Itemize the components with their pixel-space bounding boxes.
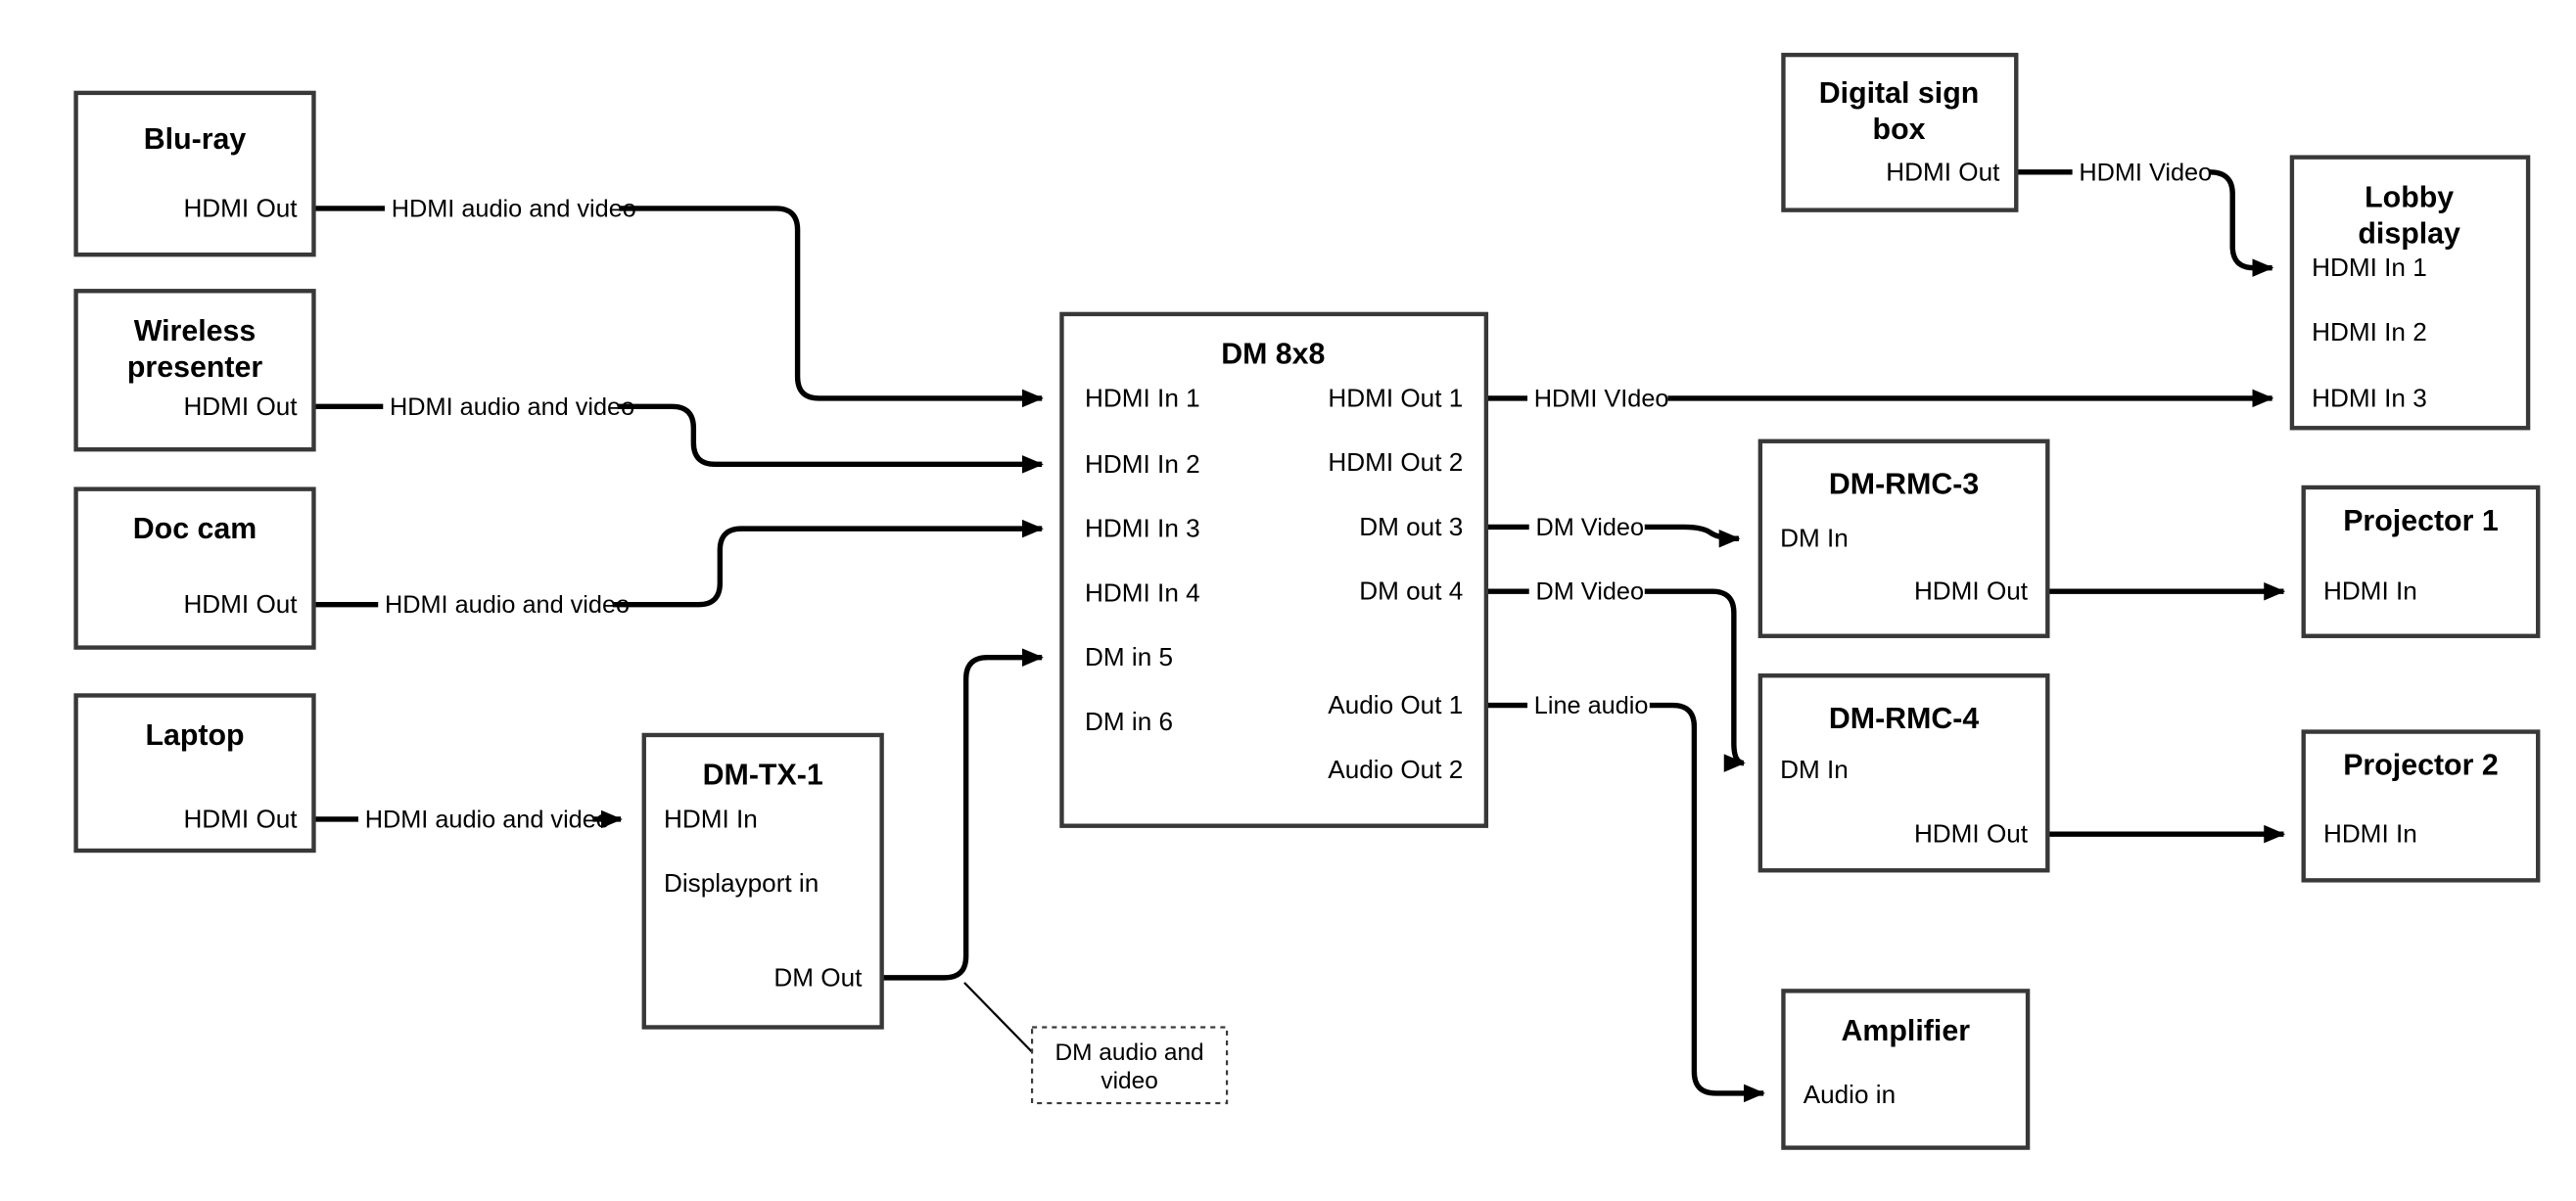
port-projector-1-hdmi-in: HDMI In <box>2323 577 2417 606</box>
node-digital-sign-box-title-line2: box <box>1873 114 1926 146</box>
port-dm-8x8-dm-in-5: DM in 5 <box>1085 642 1173 671</box>
port-doc-cam-hdmi-out: HDMI Out <box>183 589 298 619</box>
port-digital-sign-box-hdmi-out: HDMI Out <box>1886 157 2000 186</box>
callout-leader-line <box>963 982 1033 1053</box>
node-projector-1: Projector 1 HDMI In <box>2301 485 2541 638</box>
node-dm-rmc-3-title: DM-RMC-3 <box>1829 469 1979 501</box>
node-projector-1-box <box>2301 485 2541 638</box>
port-dm-rmc-3-dm-in: DM In <box>1780 524 1849 553</box>
edge-label-laptop: HDMI audio and video <box>365 806 610 833</box>
port-dm-8x8-hdmi-in-3: HDMI In 3 <box>1085 514 1200 543</box>
edge-bluray-to-dm8x8 <box>619 206 1044 408</box>
port-wireless-presenter-hdmi-out: HDMI Out <box>183 392 298 421</box>
port-blu-ray-hdmi-out: HDMI Out <box>183 193 298 222</box>
node-laptop: Laptop HDMI Out <box>73 693 316 854</box>
port-dm-8x8-hdmi-in-1: HDMI In 1 <box>1085 383 1200 412</box>
edge-label-out4: DM Video <box>1535 578 1644 606</box>
port-dm-rmc-4-dm-in: DM In <box>1780 755 1849 784</box>
edge-label-audio1: Line audio <box>1534 692 1649 719</box>
port-dm-tx-1-dm-out: DM Out <box>773 962 863 992</box>
edge-label-out3: DM Video <box>1535 514 1644 541</box>
port-dm-8x8-audio-out-1: Audio Out 1 <box>1328 690 1463 719</box>
edge-out3-to-rmc3 <box>1644 524 1741 548</box>
port-dm-8x8-dm-out-4: DM out 4 <box>1359 577 1463 606</box>
node-projector-2-title: Projector 2 <box>2343 749 2499 781</box>
node-digital-sign-box-title-line1: Digital sign <box>1819 77 1980 110</box>
node-doc-cam: Doc cam HDMI Out <box>73 486 316 650</box>
node-lobby-display-box <box>2289 155 2531 431</box>
node-dm-rmc-4-box <box>1757 673 2050 873</box>
node-lobby-display-title-line2: display <box>2358 217 2460 250</box>
node-laptop-title: Laptop <box>145 719 244 752</box>
edge-label-wireless: HDMI audio and video <box>390 393 634 421</box>
node-dm-8x8-title: DM 8x8 <box>1221 338 1325 370</box>
node-projector-2: Projector 2 HDMI In <box>2301 729 2541 883</box>
node-blu-ray: Blu-ray HDMI Out <box>73 90 316 257</box>
node-laptop-box <box>73 693 316 854</box>
node-projector-1-title: Projector 1 <box>2343 505 2499 537</box>
edge-label-digsign: HDMI Video <box>2079 159 2212 186</box>
node-wireless-presenter-title-line1: Wireless <box>134 315 257 347</box>
edge-label-bluray: HDMI audio and video <box>392 195 636 222</box>
node-dm-tx-1-title: DM-TX-1 <box>703 760 823 792</box>
node-dm-rmc-3-box <box>1757 439 2050 638</box>
node-dm-8x8-box <box>1059 311 1489 828</box>
node-blu-ray-title: Blu-ray <box>144 123 247 156</box>
port-dm-tx-1-displayport-in: Displayport in <box>664 868 819 898</box>
callout-text-line1: DM audio and <box>1055 1039 1204 1066</box>
port-dm-8x8-audio-out-2: Audio Out 2 <box>1328 755 1463 784</box>
callout-text-line2: video <box>1101 1068 1157 1094</box>
node-lobby-display-title-line1: Lobby <box>2365 181 2454 213</box>
edge-digsign-to-lobby <box>2209 169 2274 277</box>
node-doc-cam-box <box>73 486 316 650</box>
node-doc-cam-title: Doc cam <box>133 513 257 545</box>
port-amplifier-audio-in: Audio in <box>1803 1080 1896 1109</box>
callout-dm-audio-video-box <box>1030 1026 1229 1105</box>
port-dm-8x8-hdmi-out-2: HDMI Out 2 <box>1328 447 1463 477</box>
node-digital-sign-box: Digital sign box HDMI Out <box>1781 52 2019 212</box>
node-wireless-presenter-title-line2: presenter <box>127 351 262 384</box>
edge-label-doccam: HDMI audio and video <box>385 591 630 619</box>
node-wireless-presenter: Wireless presenter HDMI Out <box>73 289 316 452</box>
edge-wireless-to-dm8x8 <box>617 403 1044 474</box>
node-dm-rmc-3: DM-RMC-3 DM In HDMI Out <box>1757 439 2050 638</box>
node-dm-rmc-4-title: DM-RMC-4 <box>1829 703 1980 735</box>
node-blu-ray-box <box>73 90 316 257</box>
node-dm-rmc-4: DM-RMC-4 DM In HDMI Out <box>1757 673 2050 873</box>
edge-label-out1: HDMI VIdeo <box>1534 385 1669 412</box>
port-laptop-hdmi-out: HDMI Out <box>183 804 298 833</box>
port-dm-8x8-hdmi-in-4: HDMI In 4 <box>1085 577 1200 607</box>
port-dm-8x8-hdmi-out-1: HDMI Out 1 <box>1328 383 1463 412</box>
port-dm-8x8-dm-out-3: DM out 3 <box>1359 512 1463 541</box>
node-digital-sign-box-box <box>1781 52 2019 212</box>
port-lobby-display-hdmi-in-3: HDMI In 3 <box>2312 383 2427 412</box>
port-projector-2-hdmi-in: HDMI In <box>2323 819 2417 849</box>
node-lobby-display: Lobby display HDMI In 1 HDMI In 2 HDMI I… <box>2289 155 2531 431</box>
node-amplifier-title: Amplifier <box>1842 1015 1971 1047</box>
node-amplifier: Amplifier Audio in <box>1781 989 2031 1150</box>
edges: HDMI audio and video HDMI audio and vide… <box>313 159 2286 1105</box>
port-lobby-display-hdmi-in-1: HDMI In 1 <box>2312 253 2427 282</box>
port-dm-8x8-dm-in-6: DM in 6 <box>1085 707 1173 736</box>
node-wireless-presenter-box <box>73 289 316 452</box>
node-projector-2-box <box>2301 729 2541 883</box>
edge-dmtx1-to-dm8x8 <box>881 648 1044 981</box>
port-dm-rmc-3-hdmi-out: HDMI Out <box>1914 577 2029 606</box>
port-lobby-display-hdmi-in-2: HDMI In 2 <box>2312 317 2427 346</box>
edge-doccam-to-dm8x8 <box>612 519 1044 608</box>
port-dm-8x8-hdmi-in-2: HDMI In 2 <box>1085 449 1200 479</box>
node-amplifier-box <box>1781 989 2031 1150</box>
node-dm-tx-1: DM-TX-1 HDMI In Displayport in DM Out <box>641 732 884 1030</box>
node-dm-tx-1-box <box>641 732 884 1030</box>
edge-out4-to-rmc4 <box>1644 588 1746 772</box>
port-dm-rmc-4-hdmi-out: HDMI Out <box>1914 819 2029 849</box>
edge-audio1-to-amp <box>1649 702 1765 1103</box>
port-dm-tx-1-hdmi-in: HDMI In <box>664 804 758 833</box>
node-dm-8x8: DM 8x8 HDMI In 1 HDMI In 2 HDMI In 3 HDM… <box>1059 311 1489 828</box>
